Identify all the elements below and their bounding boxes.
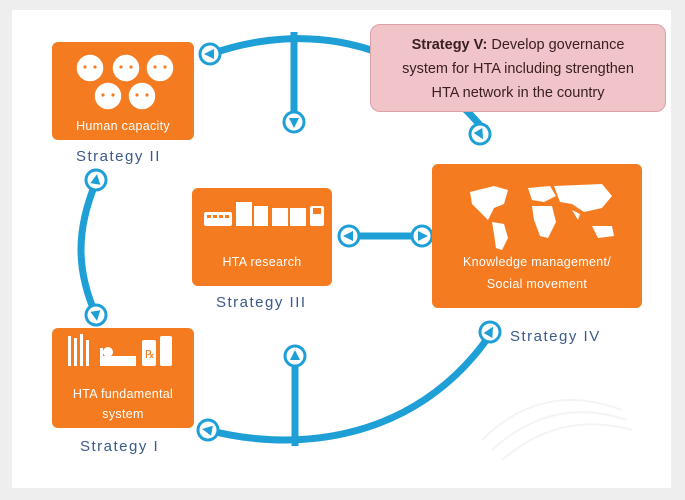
- fundamental-label-line2: system: [102, 407, 144, 421]
- faces-icon: [75, 53, 175, 111]
- callout-title: Strategy V:: [411, 37, 488, 53]
- knowledge-management-box: Knowledge management/ Social movement: [432, 164, 642, 308]
- strategy-iv-label: Strategy IV: [510, 328, 601, 345]
- world-map-icon: [470, 184, 614, 250]
- diagram-canvas: Human capacity Strategy II HTA research …: [12, 10, 671, 488]
- human-capacity-box: Human capacity: [52, 42, 194, 140]
- rx-glyph: ℞: [145, 349, 155, 361]
- arrowhead-top-left: [198, 42, 222, 66]
- medical-equipment-icon: ℞: [68, 334, 172, 366]
- arrowhead-mid-left: [337, 224, 361, 248]
- hta-research-label: HTA research: [222, 255, 302, 269]
- knowledge-label-line1: Knowledge management/: [462, 255, 612, 269]
- human-capacity-label: Human capacity: [76, 119, 170, 133]
- callout-line1: Strategy V: Develop governance: [371, 33, 665, 57]
- office-equipment-icon: [204, 202, 324, 226]
- arrowhead-bottom-right: [474, 316, 506, 348]
- arc-bottom: [204, 328, 496, 444]
- fundamental-label-line1: HTA fundamental: [72, 387, 174, 401]
- arrowhead-left-top: [82, 166, 110, 194]
- hta-fundamental-box: ℞ HTA fundamental system: [52, 328, 194, 428]
- strategy-v-callout: Strategy V: Develop governance system fo…: [370, 24, 666, 112]
- arrowhead-bottom-left: [194, 416, 222, 444]
- arrowhead-mid-right: [410, 224, 434, 248]
- strategy-i-label: Strategy I: [80, 438, 160, 455]
- strategy-iii-label: Strategy III: [216, 294, 307, 311]
- arrowhead-top-stem: [282, 110, 306, 134]
- arrowhead-left-bottom: [82, 301, 110, 329]
- knowledge-label-line2: Social movement: [486, 277, 588, 291]
- callout-text-line1: Develop governance: [487, 37, 625, 53]
- arrowhead-bottom-stem: [283, 344, 307, 368]
- strategy-ii-label: Strategy II: [76, 148, 161, 165]
- arc-left: [77, 178, 100, 319]
- callout-text-line2: system for HTA including strengthen: [402, 61, 634, 77]
- sunburst-watermark: [481, 399, 633, 461]
- callout-text-line3: HTA network in the country: [431, 85, 605, 101]
- hta-research-box: HTA research: [192, 188, 332, 286]
- arrowhead-top-right: [464, 118, 496, 150]
